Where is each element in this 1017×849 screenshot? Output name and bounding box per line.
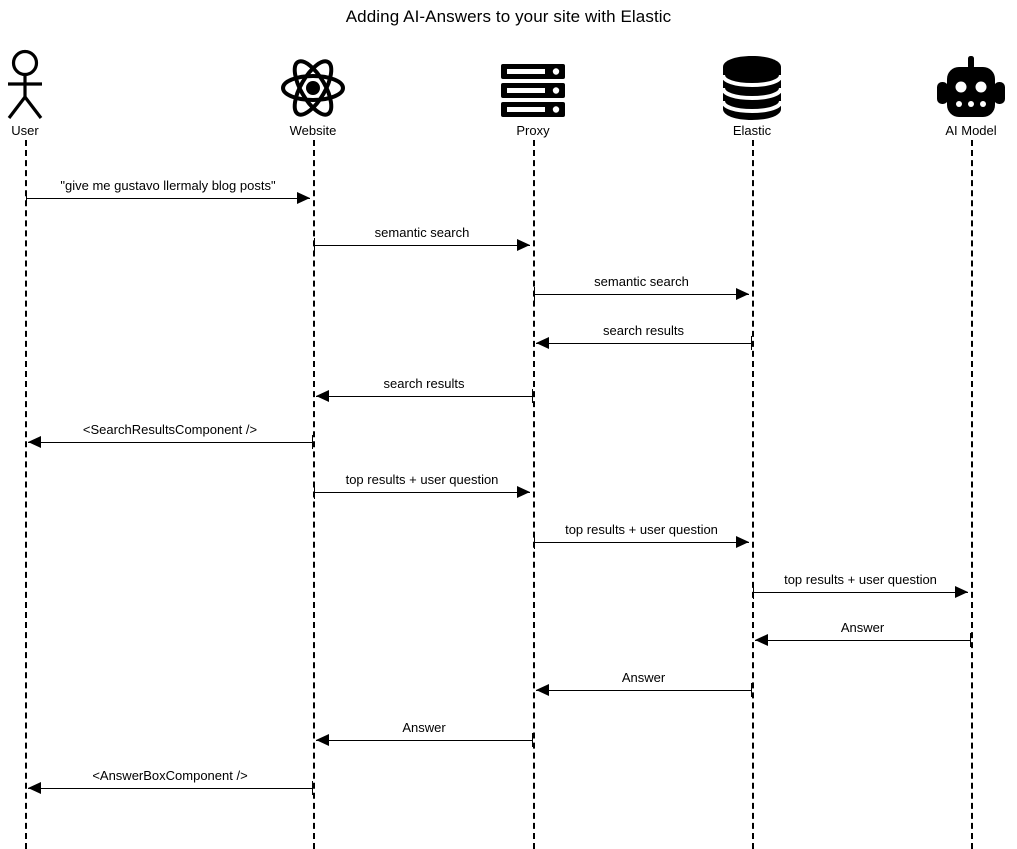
message-line — [28, 442, 312, 443]
participant-user[interactable]: User — [0, 48, 95, 138]
arrow-head-left-icon — [28, 782, 41, 794]
participant-ai_model[interactable]: AI Model — [901, 48, 1017, 138]
message-origin-cap — [751, 683, 752, 697]
message-origin-cap — [532, 389, 533, 403]
message-label: <AnswerBoxComponent /> — [92, 768, 248, 783]
message-origin-cap — [532, 733, 533, 747]
message-label: search results — [603, 323, 684, 338]
lifeline-proxy — [533, 140, 535, 849]
message-origin-cap — [312, 435, 313, 449]
participant-elastic[interactable]: Elastic — [682, 48, 822, 138]
participant-website[interactable]: Website — [243, 48, 383, 138]
arrow-head-left-icon — [28, 436, 41, 448]
participant-label-elastic: Elastic — [732, 123, 772, 138]
participant-label-ai_model: AI Model — [945, 123, 997, 138]
message-label: top results + user question — [345, 472, 499, 487]
message-origin-cap — [312, 781, 313, 795]
message-origin-cap — [314, 485, 315, 499]
message-label: Answer — [402, 720, 446, 735]
arrow-head-left-icon — [536, 684, 549, 696]
message-origin-cap — [314, 238, 315, 252]
message-label: "give me gustavo llermaly blog posts" — [60, 178, 276, 193]
react-atom-icon — [243, 48, 383, 120]
lifeline-ai_model — [971, 140, 973, 849]
page-title: Adding AI-Answers to your site with Elas… — [345, 7, 672, 26]
arrow-head-right-icon — [517, 486, 530, 498]
message-label: top results + user question — [565, 522, 718, 537]
stick-figure-icon — [0, 48, 95, 120]
message-line — [753, 592, 968, 593]
message-label: top results + user question — [784, 572, 937, 587]
message-label: <SearchResultsComponent /> — [82, 422, 258, 437]
arrow-head-right-icon — [297, 192, 310, 204]
database-icon — [682, 48, 822, 120]
arrow-head-right-icon — [736, 536, 749, 548]
message-line — [536, 343, 751, 344]
arrow-head-right-icon — [955, 586, 968, 598]
message-line — [316, 396, 532, 397]
arrow-head-right-icon — [736, 288, 749, 300]
arrow-head-left-icon — [536, 337, 549, 349]
message-origin-cap — [534, 287, 535, 301]
message-label: Answer — [840, 620, 885, 635]
message-origin-cap — [534, 535, 535, 549]
lifeline-elastic — [752, 140, 754, 849]
arrow-head-left-icon — [755, 634, 768, 646]
lifeline-user — [25, 140, 27, 849]
message-line — [314, 245, 530, 246]
message-label: Answer — [621, 670, 666, 685]
message-origin-cap — [751, 336, 752, 350]
participant-proxy[interactable]: Proxy — [463, 48, 603, 138]
message-line — [316, 740, 532, 741]
server-rack-icon — [463, 48, 603, 120]
arrow-head-left-icon — [316, 734, 329, 746]
message-origin-cap — [970, 633, 971, 647]
arrow-head-left-icon — [316, 390, 329, 402]
message-label: semantic search — [594, 274, 689, 289]
arrow-head-right-icon — [517, 239, 530, 251]
participant-label-website: Website — [289, 123, 337, 138]
message-line — [26, 198, 310, 199]
robot-head-icon — [901, 48, 1017, 120]
message-line — [536, 690, 751, 691]
message-label: semantic search — [374, 225, 470, 240]
message-line — [755, 640, 970, 641]
message-line — [314, 492, 530, 493]
message-line — [28, 788, 312, 789]
participant-label-proxy: Proxy — [516, 123, 550, 138]
message-origin-cap — [26, 191, 27, 205]
message-label: search results — [383, 376, 465, 391]
message-line — [534, 294, 749, 295]
message-origin-cap — [753, 585, 754, 599]
participant-label-user: User — [11, 123, 39, 138]
message-line — [534, 542, 749, 543]
